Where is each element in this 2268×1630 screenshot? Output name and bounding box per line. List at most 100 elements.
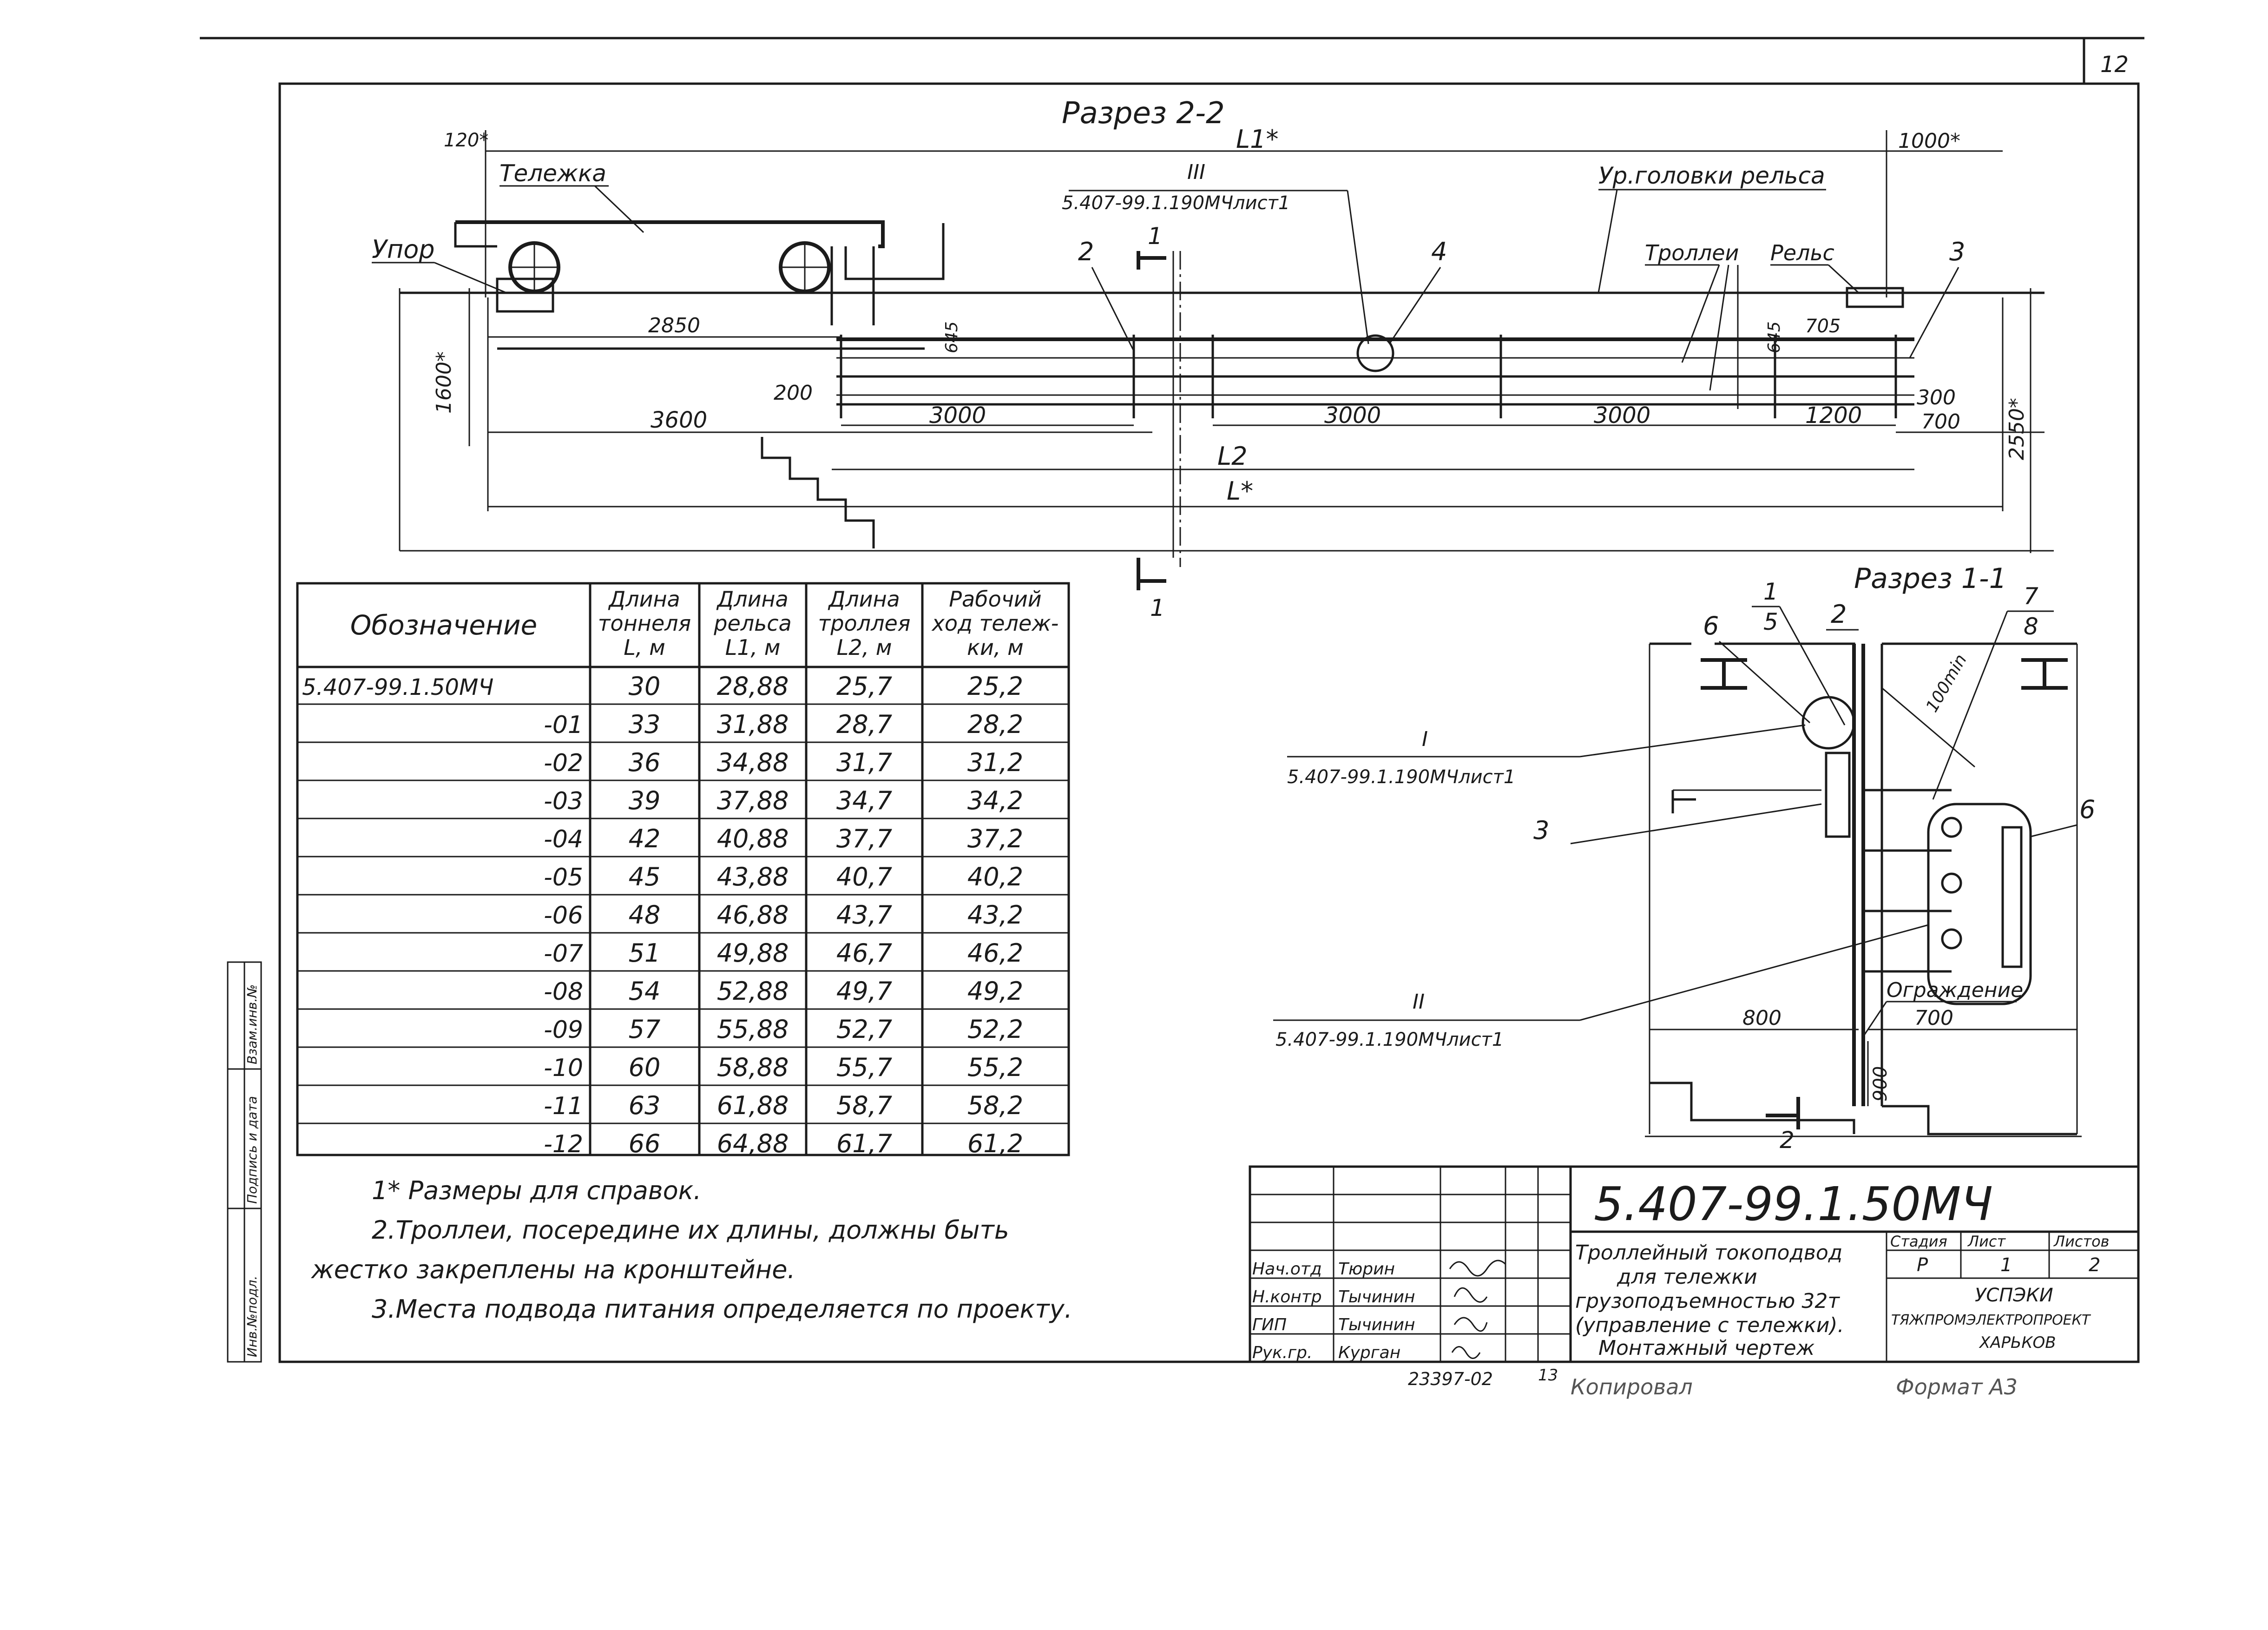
org-line-3: ХАРЬКОВ [1979,1333,2056,1352]
dim-2550: 2550* [2005,398,2029,460]
note-2b: жестко закреплены на кронштейне. [310,1255,795,1284]
table-cell-value: 61,88 [717,1091,789,1120]
title-line-2: для тележки [1617,1265,1757,1289]
footer-format: Формат А3 [1896,1374,2018,1399]
footer-copied: Копировал [1571,1374,1693,1399]
table-cell-value: 46,88 [717,900,789,930]
pos-6-left: 6 [1703,611,1719,640]
sheets-header: Листов [2053,1233,2110,1250]
table-cell-value: 34,2 [967,786,1023,815]
name-2: Тычинин [1338,1287,1415,1307]
signature-2 [1453,1287,1488,1303]
signature-4 [1451,1346,1481,1359]
table-cell-value: 34,7 [836,786,892,815]
table-cell-designation: -12 [544,1130,583,1158]
table-cell-designation: 5.407-99.1.50МЧ [302,674,493,700]
table-cell-designation: -10 [544,1054,583,1082]
title-block: 5.407-99.1.50МЧ Троллейный токоподвод дл… [1249,1165,2140,1363]
dim-300: 300 [1917,386,1956,409]
name-3: Тычинин [1338,1315,1415,1334]
footer: 23397-02 13 Копировал Формат А3 [1408,1366,2018,1399]
table-cell-value: 54 [629,977,661,1006]
title-line-4: (управление с тележки). [1575,1313,1844,1337]
section-1-1: Разрез 1-1 6 1 5 2 [1273,562,2095,1154]
dim-l: L* [1227,476,1253,506]
dim-1200: 1200 [1805,403,1862,429]
table-cell-designation: -05 [544,864,583,891]
label-rail-head-level: Ур.головки рельса [1598,162,1825,189]
table-cell-value: 61,2 [967,1129,1023,1158]
table-cell-value: 40,7 [836,862,892,891]
title-line-5: Монтажный чертеж [1598,1336,1815,1360]
table-cell-value: 45 [629,862,661,891]
signature-3 [1453,1317,1488,1332]
table-cell-value: 28,88 [717,672,789,701]
dim-l1: L1* [1236,125,1278,154]
table-cell-value: 43,7 [836,900,892,930]
note-3: 3.Места подвода питания определяется по … [372,1294,1072,1324]
table-cell-value: 31,2 [967,748,1023,777]
table-cell-value: 58,2 [967,1091,1023,1120]
table-cell-value: 33 [629,710,661,739]
pos-7-sec11: 7 [2024,583,2038,610]
section-1-1-title: Разрез 1-1 [1854,562,2007,595]
table-cell-value: 40,88 [717,824,789,853]
left-margin-stamp: Инв.№подл. Подпись и дата Взам.инв.№ [227,961,262,1363]
label-rail: Рельс [1770,240,1834,265]
ref-ii-roman: II [1413,990,1425,1014]
sheets-value: 2 [2089,1254,2100,1276]
dim-3600: 3600 [651,407,707,433]
ref-i-doc: 5.407-99.1.190МЧлист1 [1287,766,1515,788]
name-4: Курган [1338,1343,1400,1362]
table-cell-value: 40,2 [967,862,1023,891]
dim-l2: L2 [1217,442,1247,471]
sheet-value: 1 [2000,1254,2012,1276]
table-cell-value: 60 [629,1053,661,1082]
table-cell-value: 46,2 [967,938,1023,968]
table-cell-value: 61,7 [836,1129,892,1158]
table-cell-value: 51 [629,938,661,968]
pos-8-sec11: 8 [2024,613,2038,640]
org-line-2: ТЯЖПРОМЭЛЕКТРОПРОЕКТ [1891,1312,2091,1328]
dim-200: 200 [774,381,813,405]
dim-3000-c: 3000 [1594,403,1650,429]
dim-100min: 100min [1922,651,1971,716]
pos-2-sec11: 2 [1831,600,1847,629]
table-cell-value: 25,7 [836,672,892,701]
table-cell-designation: -09 [544,1016,583,1044]
signature-1 [1449,1260,1506,1277]
org-line-1: УСПЭКИ [1975,1285,2053,1306]
ref-ii-doc: 5.407-99.1.190МЧлист1 [1275,1029,1504,1050]
margin-signature-date: Подпись и дата [244,1096,260,1204]
table-cell-value: 43,2 [967,900,1023,930]
title-line-1: Троллейный токоподвод [1575,1241,1842,1265]
cut-1-top: 1 [1148,223,1163,250]
dim-120: 120* [444,130,488,151]
table-cell-value: 55,2 [967,1053,1023,1082]
dim-800: 800 [1742,1006,1782,1030]
dim-645-right: 645 [1765,321,1784,353]
table-cell-designation: -04 [544,825,583,853]
label-fence: Ограждение [1887,978,2023,1002]
table-cell-value: 57 [629,1015,661,1044]
label-trolleys: Троллеи [1645,240,1739,265]
ref-i-roman: I [1422,727,1428,751]
cut-2-bottom: 2 [1780,1127,1795,1154]
table-cell-value: 28,7 [836,710,892,739]
note-2a: 2.Троллеи, посередине их длины, должны б… [372,1215,1009,1245]
role-1: Нач.отд [1252,1260,1322,1279]
dim-3000-a: 3000 [929,403,986,429]
table-cell-value: 36 [629,748,661,777]
table-cell-value: 39 [629,786,661,815]
table-cell-value: 37,2 [967,824,1023,853]
footer-inv: 23397-02 [1408,1369,1493,1389]
table-cell-value: 43,88 [717,862,789,891]
margin-replace-inv: Взам.инв.№ [244,984,260,1064]
name-1: Тюрин [1338,1260,1395,1279]
table-cell-value: 52,2 [967,1015,1023,1044]
table-cell-value: 66 [629,1129,661,1158]
